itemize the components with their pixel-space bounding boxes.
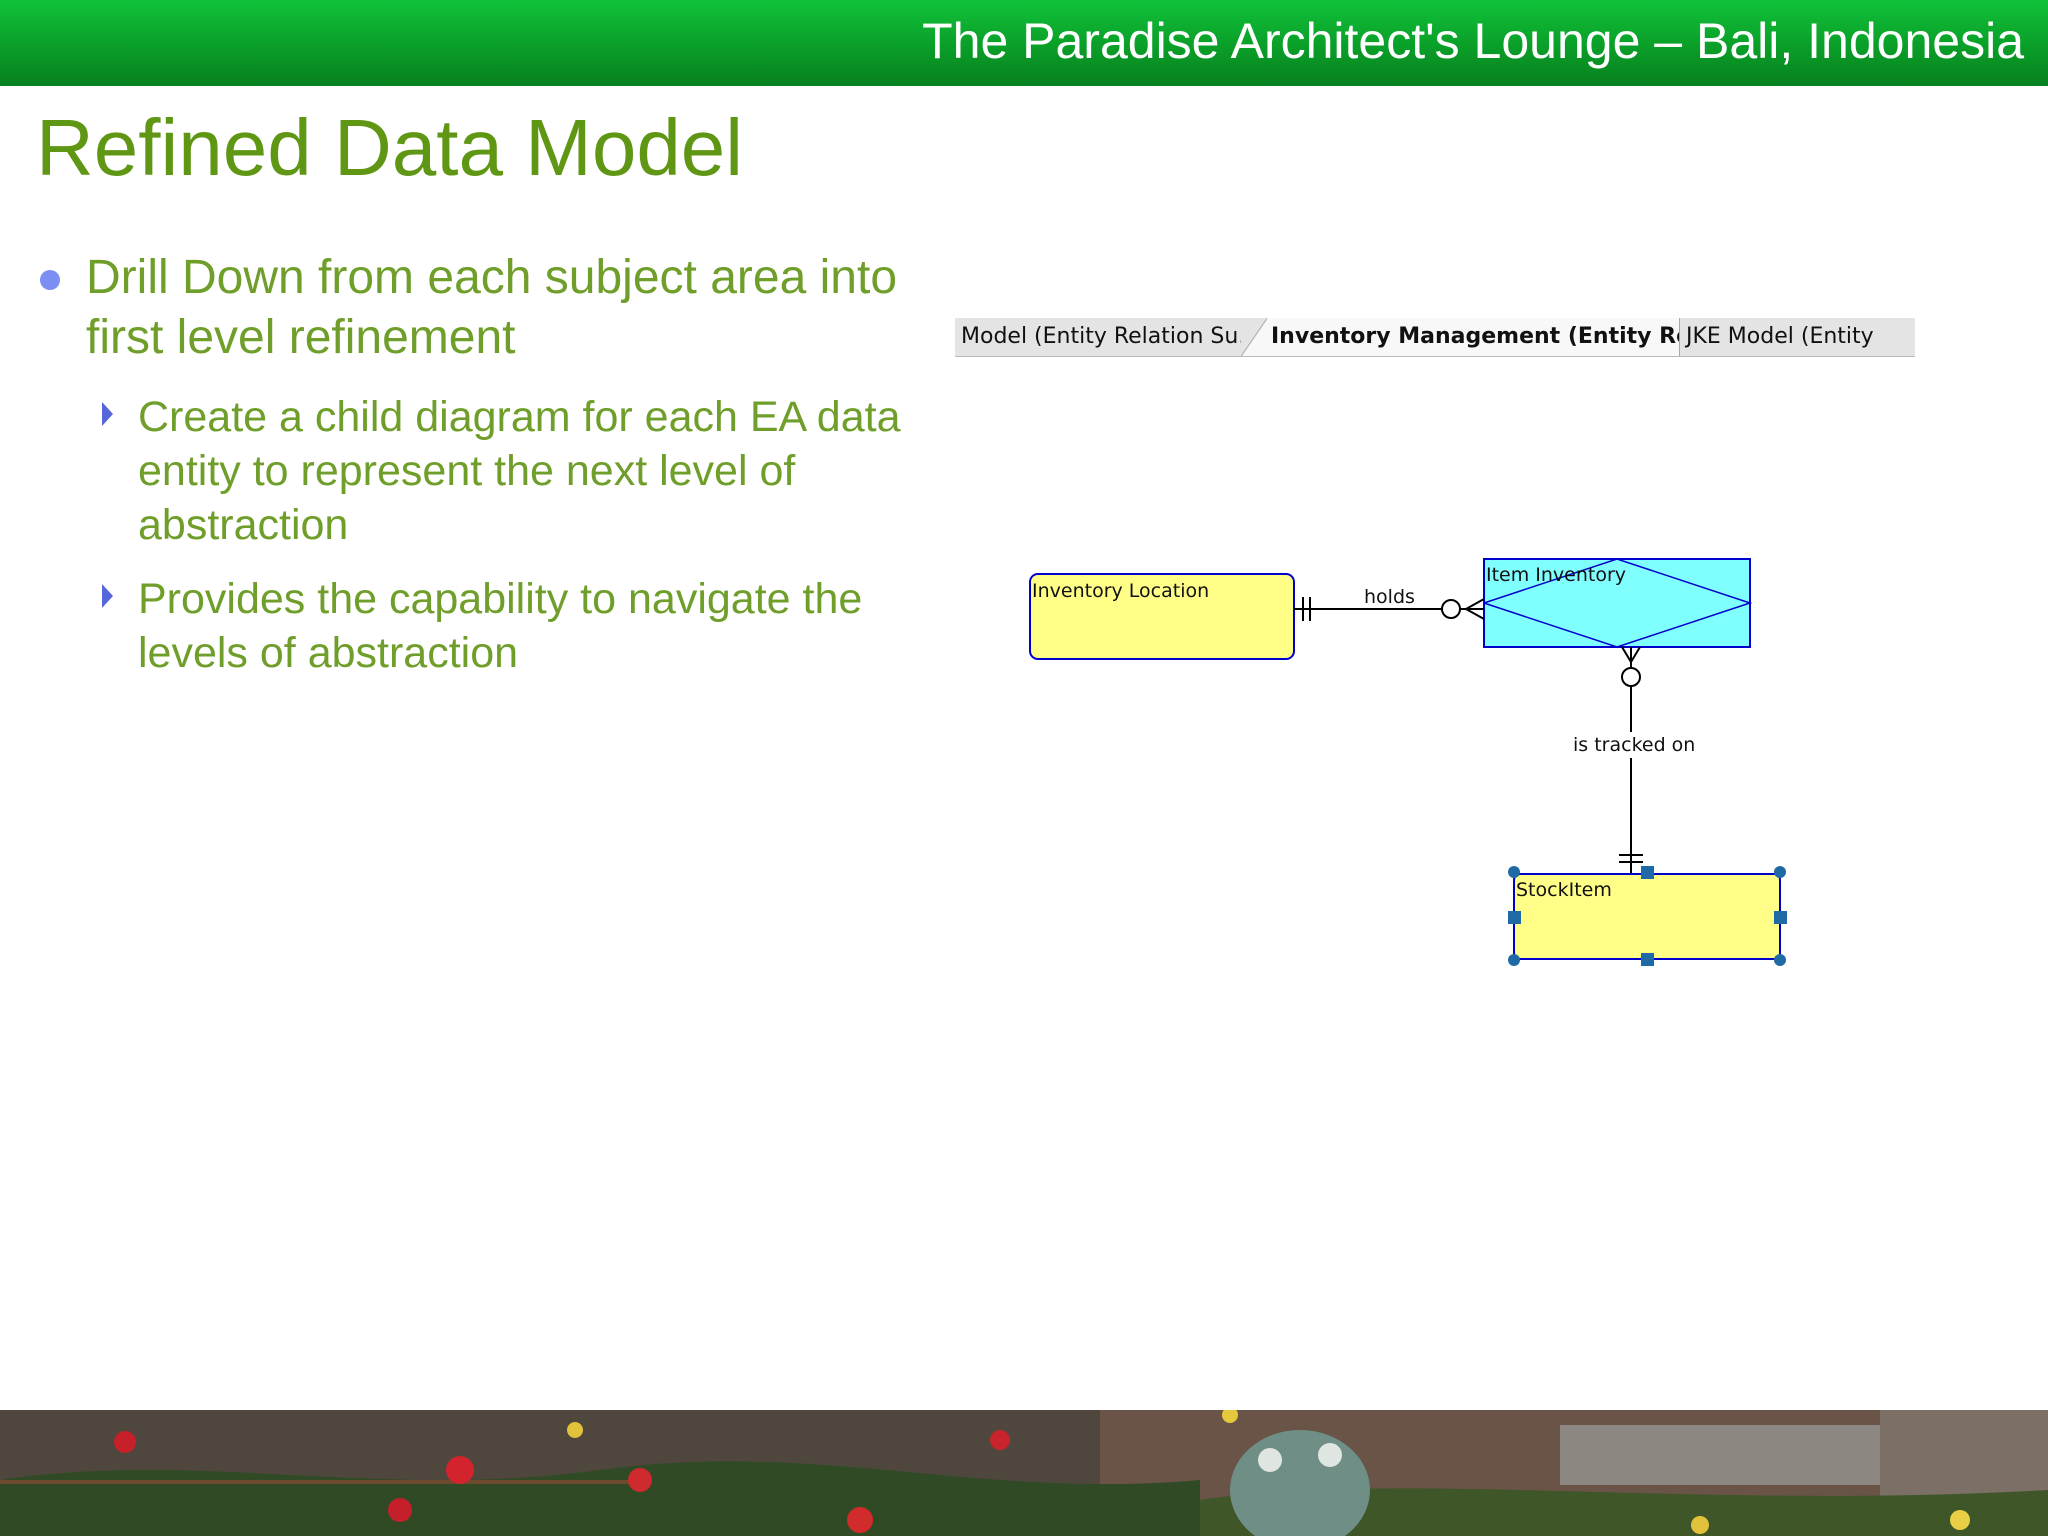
entity-inventory-location[interactable] [1029, 573, 1295, 660]
bullet-item: Drill Down from each subject area into f… [36, 248, 916, 368]
er-diagram: Inventory Location Item Inventory holds … [1029, 558, 1787, 966]
tab-inventory-management[interactable]: Inventory Management (Entity Rel... [1255, 318, 1679, 356]
selection-handle[interactable] [1774, 866, 1786, 878]
header-title: The Paradise Architect's Lounge – Bali, … [922, 13, 2024, 69]
diagram-tab-bar: Model (Entity Relation Su.. Inventory Ma… [955, 318, 1915, 357]
sub-bullet-text: Provides the capability to navigate the … [138, 575, 863, 677]
relationship-is-tracked-on-label: is tracked on [1573, 734, 1695, 756]
relationship-holds-label: holds [1364, 586, 1415, 608]
tab-jke-model[interactable]: JKE Model (Entity [1679, 318, 1915, 356]
bullet-text: Drill Down from each subject area into f… [86, 251, 898, 364]
triangle-bullet-icon [102, 584, 113, 608]
sub-bullet-text: Create a child diagram for each EA data … [138, 393, 901, 549]
header-bar: The Paradise Architect's Lounge – Bali, … [0, 0, 2048, 86]
crowfoot-icon [1621, 646, 1632, 663]
tab-separator [1241, 318, 1267, 356]
selection-handle[interactable] [1508, 866, 1520, 878]
entity-inventory-location-label: Inventory Location [1032, 580, 1209, 602]
crowfoot-icon [1465, 608, 1485, 620]
bullet-dot-icon [40, 270, 60, 290]
cardinality-zero-mark [1621, 667, 1641, 687]
entity-stockitem-label: StockItem [1516, 879, 1612, 901]
selection-handle[interactable] [1508, 911, 1521, 924]
selection-handle[interactable] [1774, 954, 1786, 966]
bullet-list: Drill Down from each subject area into f… [36, 248, 916, 700]
triangle-bullet-icon [102, 402, 113, 426]
selection-handle[interactable] [1641, 866, 1654, 879]
slide-title: Refined Data Model [36, 103, 744, 192]
selection-handle[interactable] [1508, 954, 1520, 966]
sub-bullet-item: Provides the capability to navigate the … [102, 572, 916, 680]
sub-bullet-item: Create a child diagram for each EA data … [102, 390, 916, 552]
crowfoot-icon [1630, 646, 1641, 663]
associative-diamond-icon [1483, 558, 1753, 648]
selection-handle[interactable] [1641, 953, 1654, 966]
footer-garden-photo [0, 1410, 2048, 1536]
garden-photo-art [0, 1410, 2048, 1536]
cardinality-zero-mark [1441, 599, 1461, 619]
sub-bullet-list: Create a child diagram for each EA data … [36, 390, 916, 680]
crowfoot-icon [1465, 598, 1485, 610]
entity-item-inventory-label: Item Inventory [1486, 564, 1626, 586]
label-backdrop [1570, 732, 1692, 758]
selection-handle[interactable] [1774, 911, 1787, 924]
